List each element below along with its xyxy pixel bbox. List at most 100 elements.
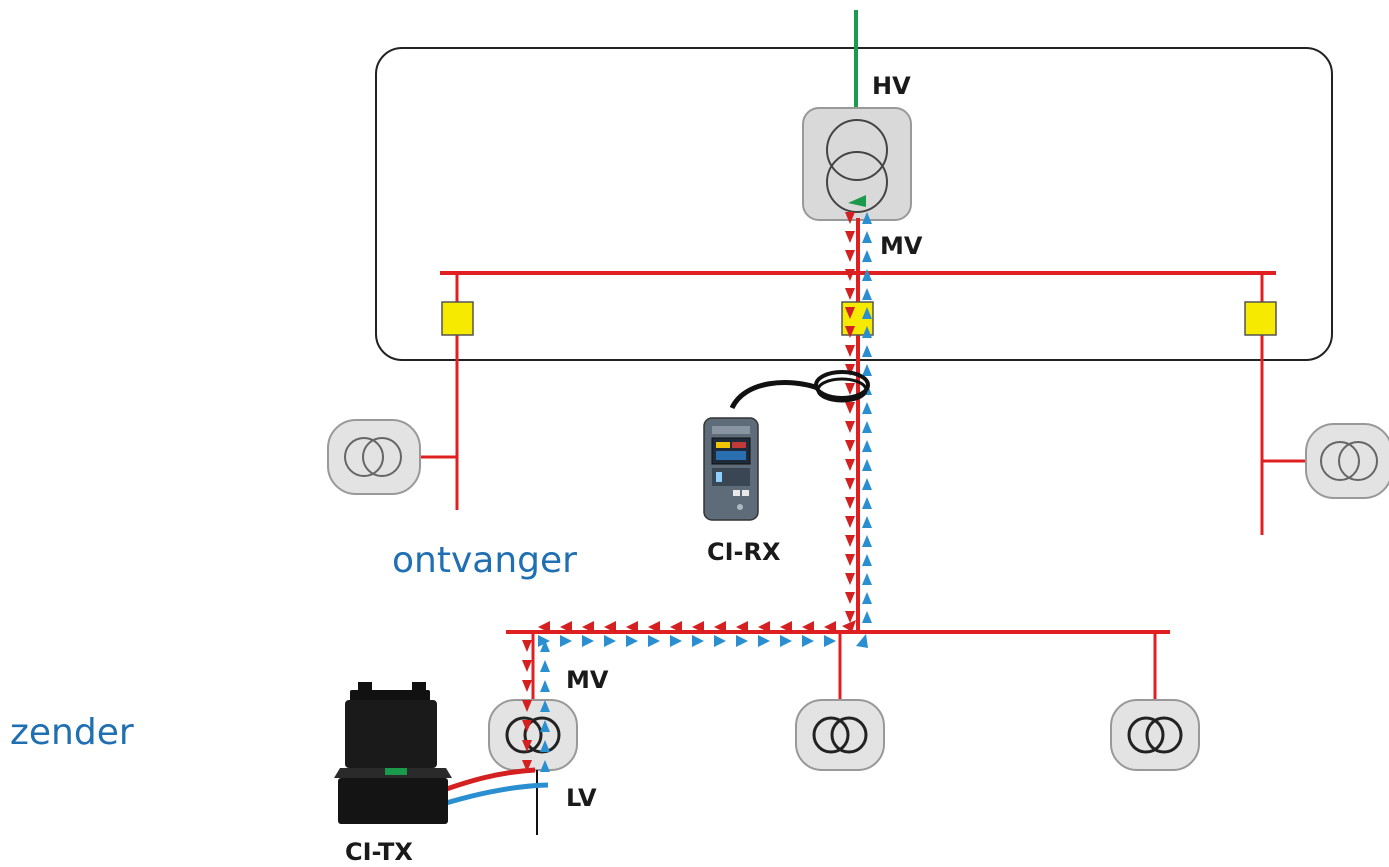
label-ci-rx: CI-RX — [707, 538, 781, 566]
signal-arrow-left — [802, 621, 814, 633]
signal-arrow-right — [604, 635, 616, 647]
signal-arrow-up — [862, 554, 872, 566]
signal-arrow-up — [862, 307, 872, 319]
signal-arrow-right — [692, 635, 704, 647]
signal-arrow-down — [845, 611, 855, 623]
signal-arrow-down — [845, 421, 855, 433]
current-clamp-icon — [729, 370, 870, 410]
signal-arrow-up — [862, 345, 872, 357]
signal-arrow-down — [845, 307, 855, 319]
signal-arrow-up — [862, 269, 872, 281]
signal-arrow-left — [670, 621, 682, 633]
signal-arrow-right — [582, 635, 594, 647]
signal-arrow-left — [560, 621, 572, 633]
switch-box-right-icon — [1244, 301, 1277, 336]
label-lv: LV — [566, 784, 597, 812]
signal-arrow-down — [845, 326, 855, 338]
signal-arrow-right — [648, 635, 660, 647]
signal-arrow-down — [845, 535, 855, 547]
signal-arrow-right — [714, 635, 726, 647]
signal-arrow-corner — [856, 634, 868, 648]
transformer-right-icon — [1305, 423, 1389, 499]
handheld-receiver-icon — [703, 417, 759, 521]
signal-arrow-right — [560, 635, 572, 647]
signal-arrow-left — [736, 621, 748, 633]
signal-arrow-left — [604, 621, 616, 633]
signal-arrow-up — [862, 288, 872, 300]
signal-arrow-right — [670, 635, 682, 647]
signal-arrow-down — [845, 402, 855, 414]
signal-arrow-down — [845, 269, 855, 281]
signal-arrow-right — [780, 635, 792, 647]
signal-arrow-down — [845, 364, 855, 376]
signal-arrow-right — [802, 635, 814, 647]
signal-arrow-down — [845, 345, 855, 357]
signal-arrow-down — [845, 516, 855, 528]
signal-arrow-down — [845, 250, 855, 262]
signal-arrow-down — [845, 459, 855, 471]
transformer-left-icon — [327, 419, 421, 495]
signal-arrow-left — [538, 621, 550, 633]
label-hv: HV — [872, 72, 911, 100]
signal-arrow-up — [862, 212, 872, 224]
signal-arrow-up — [540, 660, 550, 672]
signal-arrow-up — [540, 760, 550, 772]
signal-arrow-left — [758, 621, 770, 633]
signal-arrow-down — [522, 660, 532, 672]
signal-arrow-up — [862, 516, 872, 528]
transformer-lower-1-icon — [488, 699, 578, 771]
signal-arrow-up — [540, 700, 550, 712]
signal-arrow-left — [824, 621, 836, 633]
signal-arrow-up — [862, 402, 872, 414]
signal-arrow-down — [845, 231, 855, 243]
signal-arrow-up — [862, 250, 872, 262]
signal-arrow-down — [522, 740, 532, 752]
signal-arrow-down — [522, 640, 532, 652]
signal-arrow-up — [862, 592, 872, 604]
signal-arrow-up — [862, 231, 872, 243]
label-transmitter: zender — [10, 712, 134, 753]
signal-arrow-right — [626, 635, 638, 647]
signal-arrow-up — [862, 611, 872, 623]
signal-arrow-up — [540, 740, 550, 752]
signal-arrow-down — [522, 680, 532, 692]
signal-arrows — [522, 212, 872, 772]
switch-box-left-icon — [441, 301, 474, 336]
label-receiver: ontvanger — [392, 540, 577, 581]
signal-arrow-down — [845, 478, 855, 490]
main-transformer-icon — [802, 107, 912, 221]
signal-arrow-up — [862, 459, 872, 471]
signal-arrow-left — [582, 621, 594, 633]
signal-arrow-up — [540, 680, 550, 692]
signal-arrow-right — [736, 635, 748, 647]
signal-arrow-right — [824, 635, 836, 647]
signal-arrow-down — [845, 573, 855, 585]
signal-arrow-down — [845, 440, 855, 452]
transformer-lower-2-icon — [795, 699, 885, 771]
signal-arrow-down — [845, 554, 855, 566]
signal-arrow-left — [692, 621, 704, 633]
signal-arrow-up — [540, 720, 550, 732]
signal-arrow-down — [522, 700, 532, 712]
signal-arrow-down — [845, 497, 855, 509]
label-mv-top: MV — [880, 232, 923, 260]
transformer-lower-3-icon — [1110, 699, 1200, 771]
signal-arrow-down — [522, 720, 532, 732]
signal-arrow-down — [845, 212, 855, 224]
signal-arrow-up — [862, 478, 872, 490]
signal-arrow-right — [538, 635, 550, 647]
label-mv-bottom: MV — [566, 666, 609, 694]
signal-arrow-up — [862, 440, 872, 452]
signal-arrow-up — [862, 535, 872, 547]
label-ci-tx: CI-TX — [345, 838, 413, 866]
signal-arrow-corner — [842, 620, 856, 632]
signal-arrow-up — [862, 497, 872, 509]
signal-arrow-up — [862, 326, 872, 338]
signal-arrow-up — [862, 421, 872, 433]
signal-arrow-down — [522, 760, 532, 772]
signal-arrow-left — [626, 621, 638, 633]
signal-arrow-left — [780, 621, 792, 633]
signal-arrow-right — [758, 635, 770, 647]
signal-arrow-down — [845, 288, 855, 300]
